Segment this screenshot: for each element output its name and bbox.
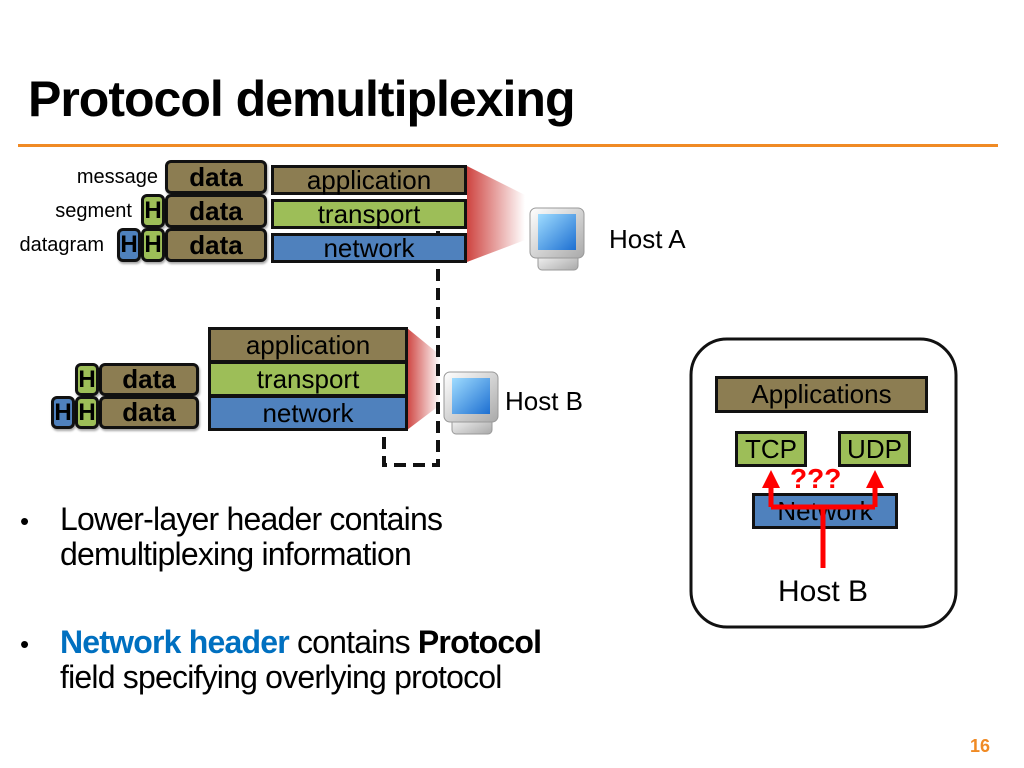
datagram-data: data bbox=[165, 228, 267, 262]
network-header-highlight: Network header bbox=[60, 624, 290, 660]
inset-network: Network bbox=[752, 493, 898, 529]
host-a-zoom-wedge bbox=[467, 166, 525, 262]
host-b-zoom-wedge bbox=[407, 328, 440, 430]
label-datagram: datagram bbox=[19, 234, 105, 256]
host-b-label: Host B bbox=[505, 386, 584, 416]
unknown-protocol-marker: ??? bbox=[790, 463, 842, 494]
inset-host-b-label: Host B bbox=[777, 575, 869, 608]
computer-icon-host-b bbox=[443, 371, 499, 435]
host-b-transport-layer: transport bbox=[208, 361, 408, 397]
host-a-transport-layer: transport bbox=[271, 199, 467, 229]
inset-tcp: TCP bbox=[735, 431, 807, 467]
bullet-2-symbol: • bbox=[20, 629, 30, 659]
host-a-network-layer: network bbox=[271, 233, 467, 263]
inset-applications: Applications bbox=[715, 376, 928, 413]
host-b-network-layer: network bbox=[208, 395, 408, 431]
message-data: data bbox=[165, 160, 267, 194]
bullet-1-line-1: Lower-layer header contains bbox=[60, 501, 443, 537]
bullet-2-mid: contains bbox=[288, 624, 418, 660]
protocol-bold: Protocol bbox=[417, 624, 542, 660]
host-b-datagram-transport-header: H bbox=[75, 396, 99, 429]
bullet-2-line-2: field specifying overlying protocol bbox=[60, 659, 502, 695]
segment-data: data bbox=[165, 194, 267, 228]
host-b-datagram-data: data bbox=[99, 396, 199, 429]
page-number: 16 bbox=[970, 736, 991, 756]
datagram-network-header: H bbox=[117, 228, 141, 262]
host-b-application-layer: application bbox=[208, 327, 408, 363]
segment-transport-header: H bbox=[141, 194, 165, 228]
inset-frame bbox=[689, 337, 958, 629]
host-b-segment-transport-header: H bbox=[75, 363, 99, 396]
inset-udp: UDP bbox=[838, 431, 911, 467]
bullet-1-symbol: • bbox=[20, 506, 30, 536]
slide-title: Protocol demultiplexing bbox=[28, 71, 575, 127]
computer-icon-host-a bbox=[529, 207, 585, 271]
datagram-transport-header: H bbox=[141, 228, 165, 262]
title-divider bbox=[18, 144, 998, 147]
label-segment: segment bbox=[55, 200, 132, 222]
label-message: message bbox=[76, 166, 158, 188]
bullet-2-line-1: Network header contains Protocol bbox=[60, 624, 542, 660]
bullet-1: Lower-layer header contains demultiplexi… bbox=[60, 501, 443, 572]
bullet-1-line-2: demultiplexing information bbox=[60, 536, 412, 572]
host-a-application-layer: application bbox=[271, 165, 467, 195]
bullet-2: Network header contains Protocol field s… bbox=[60, 624, 542, 695]
host-a-label: Host A bbox=[609, 224, 686, 254]
host-b-datagram-network-header: H bbox=[51, 396, 75, 429]
host-b-segment-data: data bbox=[99, 363, 199, 396]
